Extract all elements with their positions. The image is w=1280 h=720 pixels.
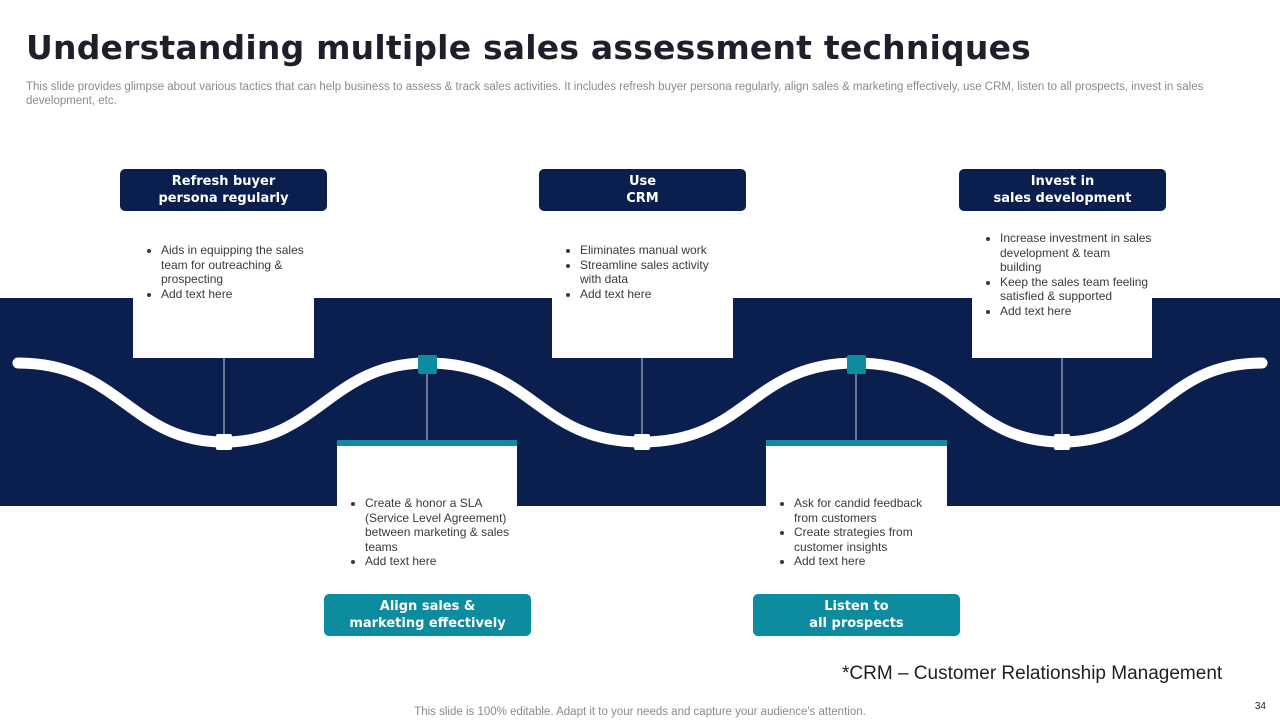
technique-3-bullet-3: Add text here xyxy=(580,287,733,302)
technique-5-bullets: Increase investment in sales development… xyxy=(972,231,1152,318)
technique-1-bullet-2: Add text here xyxy=(161,287,314,302)
technique-1-bullet-1: Aids in equipping the sales team for out… xyxy=(161,243,314,287)
technique-label-4: Listen to all prospects xyxy=(753,594,960,636)
slide-subtitle: This slide provides glimpse about variou… xyxy=(26,81,1204,107)
technique-card-3: Eliminates manual work Streamline sales … xyxy=(552,207,733,358)
technique-4-bullet-3: Add text here xyxy=(794,554,947,569)
wave-notch-5 xyxy=(1054,434,1070,450)
wave-notch-1 xyxy=(216,434,232,450)
wave-notch-3 xyxy=(634,434,650,450)
technique-5-bullet-3: Add text here xyxy=(1000,304,1152,319)
technique-label-1: Refresh buyer persona regularly xyxy=(120,169,327,211)
technique-3-bullet-2: Streamline sales activity with data xyxy=(580,258,733,287)
technique-2-bullets: Create & honor a SLA (Service Level Agre… xyxy=(337,496,517,569)
technique-4-bullets: Ask for candid feedback from customers C… xyxy=(766,496,947,569)
technique-3-bullet-1: Eliminates manual work xyxy=(580,243,733,258)
wave-marker-2 xyxy=(418,355,437,374)
crm-footnote: *CRM – Customer Relationship Management xyxy=(842,663,1223,684)
technique-label-2: Align sales & marketing effectively xyxy=(324,594,531,636)
wave-marker-4 xyxy=(847,355,866,374)
technique-card-5: Increase investment in sales development… xyxy=(972,207,1152,358)
technique-card-4: Ask for candid feedback from customers C… xyxy=(766,440,947,596)
technique-label-5: Invest in sales development xyxy=(959,169,1166,211)
technique-3-bullets: Eliminates manual work Streamline sales … xyxy=(552,243,733,301)
technique-card-2: Create & honor a SLA (Service Level Agre… xyxy=(337,440,517,596)
technique-label-3: Use CRM xyxy=(539,169,746,211)
slide-title: Understanding multiple sales assessment … xyxy=(26,28,1031,67)
technique-4-bullet-1: Ask for candid feedback from customers xyxy=(794,496,947,525)
page-number: 34 xyxy=(1254,701,1266,712)
technique-4-bullet-2: Create strategies from customer insights xyxy=(794,525,947,554)
technique-2-bullet-1: Create & honor a SLA (Service Level Agre… xyxy=(365,496,517,554)
technique-2-bullet-2: Add text here xyxy=(365,554,517,569)
wave-path xyxy=(12,357,1268,448)
technique-5-bullet-2: Keep the sales team feeling satisfied & … xyxy=(1000,275,1152,304)
slide-footer: This slide is 100% editable. Adapt it to… xyxy=(414,706,866,718)
technique-card-1: Aids in equipping the sales team for out… xyxy=(133,207,314,358)
technique-5-bullet-1: Increase investment in sales development… xyxy=(1000,231,1152,275)
technique-1-bullets: Aids in equipping the sales team for out… xyxy=(133,243,314,301)
